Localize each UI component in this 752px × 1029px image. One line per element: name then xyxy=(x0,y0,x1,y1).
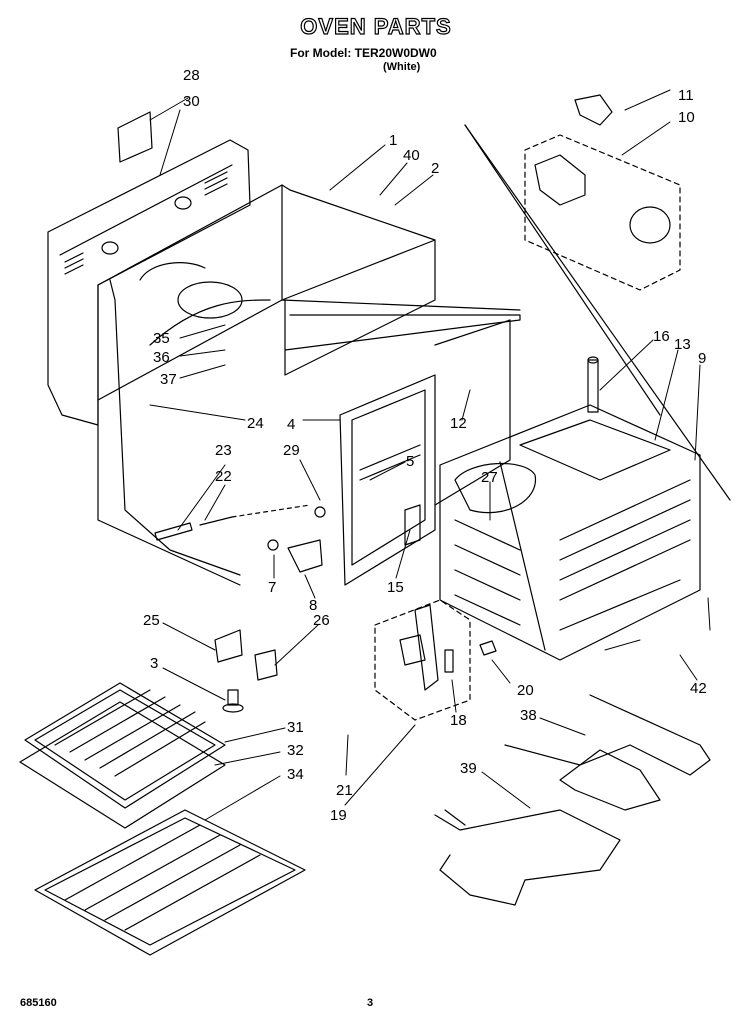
callout-leaders xyxy=(149,89,711,821)
callout-38: 38 xyxy=(520,707,537,724)
callout-20: 20 xyxy=(517,682,534,699)
page-number: 3 xyxy=(367,997,374,1009)
callout-7: 7 xyxy=(268,579,276,596)
callout-8: 8 xyxy=(309,597,317,614)
color-line: (White) xyxy=(383,61,421,73)
callout-28: 28 xyxy=(183,67,200,84)
callout-1: 1 xyxy=(389,132,397,149)
callout-36: 36 xyxy=(153,349,170,366)
callout-4: 4 xyxy=(287,416,295,433)
broil-element-drawing xyxy=(504,694,711,811)
callout-26: 26 xyxy=(313,612,330,629)
door-latch-drawing xyxy=(374,599,497,721)
callout-23: 23 xyxy=(215,442,232,459)
bracket-28-drawing xyxy=(117,111,153,163)
callout-13: 13 xyxy=(674,336,691,353)
callout-21: 21 xyxy=(336,782,353,799)
leveling-parts-drawing xyxy=(214,629,278,713)
callout-2: 2 xyxy=(431,160,439,177)
callout-16: 16 xyxy=(653,328,670,345)
callout-32: 32 xyxy=(287,742,304,759)
callout-22: 22 xyxy=(215,468,232,485)
callout-29: 29 xyxy=(283,442,300,459)
document-number: 685160 xyxy=(20,997,57,1009)
bake-element-drawing xyxy=(434,809,621,906)
callout-35: 35 xyxy=(153,330,170,347)
oven-liner-drawing xyxy=(439,404,701,661)
callout-19: 19 xyxy=(330,807,347,824)
callout-11: 11 xyxy=(678,87,694,104)
callout-40: 40 xyxy=(403,147,420,164)
callout-37: 37 xyxy=(160,371,177,388)
callout-5: 5 xyxy=(406,453,414,470)
callout-27: 27 xyxy=(481,469,498,486)
callout-9: 9 xyxy=(698,350,706,367)
callout-18: 18 xyxy=(450,712,467,729)
callout-3: 3 xyxy=(150,655,158,672)
callout-24: 24 xyxy=(247,415,264,432)
page-title: OVEN PARTS xyxy=(300,13,452,39)
vent-tube-drawing xyxy=(587,356,599,413)
oven-rack-drawing xyxy=(34,809,306,956)
front-frame-drawing xyxy=(339,319,511,586)
callout-10: 10 xyxy=(678,109,695,126)
callout-30: 30 xyxy=(183,93,200,110)
oven-chassis-drawing xyxy=(97,184,521,586)
callout-12: 12 xyxy=(450,415,467,432)
callout-34: 34 xyxy=(287,766,304,783)
callout-31: 31 xyxy=(287,719,304,736)
callout-39: 39 xyxy=(460,760,477,777)
sensor-parts-drawing xyxy=(154,504,311,541)
model-line: For Model: TER20W0DW0 xyxy=(290,46,437,60)
hinge-parts-drawing xyxy=(267,506,326,573)
callout-42: 42 xyxy=(690,680,707,697)
callout-25: 25 xyxy=(143,612,160,629)
light-assembly-drawing xyxy=(524,94,681,291)
callout-numbers: 28 30 1 40 2 11 10 35 36 37 24 4 29 5 23… xyxy=(143,67,707,824)
light-leader-lines xyxy=(464,124,731,501)
broiler-pan-drawing xyxy=(19,682,226,829)
callout-15: 15 xyxy=(387,579,404,596)
